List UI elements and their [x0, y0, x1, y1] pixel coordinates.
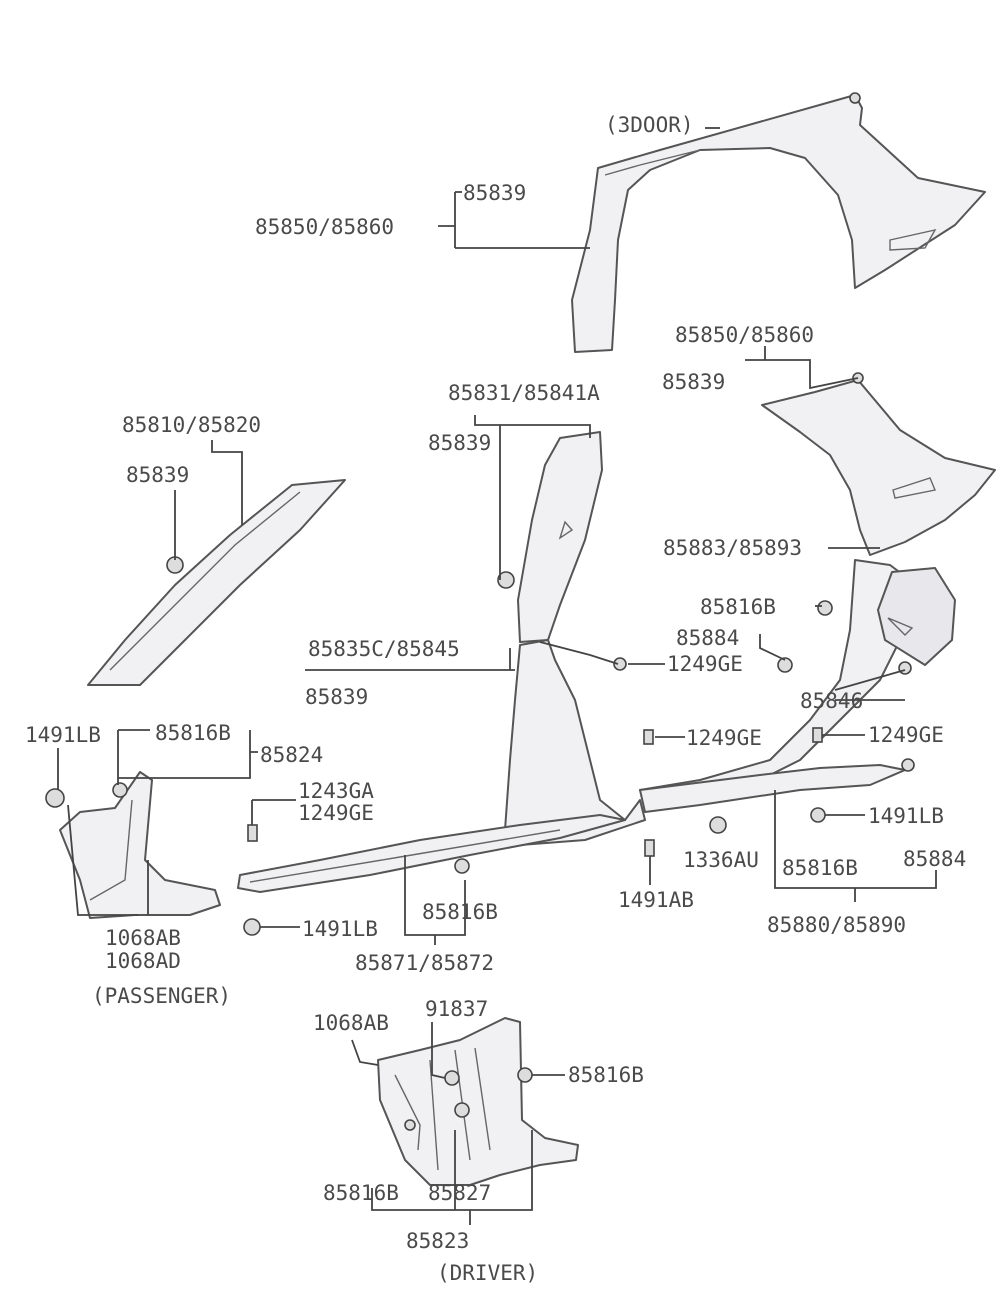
label-1243ga: 1243GA	[298, 779, 374, 803]
screw-icon	[643, 729, 654, 745]
label-3door: (3DOOR)	[605, 113, 694, 137]
label-85835c: 85835C/85845	[308, 637, 460, 661]
label-85880: 85880/85890	[767, 913, 906, 937]
label-1491ab: 1491AB	[618, 888, 694, 912]
clip-icon	[454, 1102, 470, 1118]
label-1491lb-right: 1491LB	[868, 804, 944, 828]
label-1249ge-mid: 1249GE	[667, 652, 743, 676]
label-85884: 85884	[676, 626, 739, 650]
label-85823: 85823	[406, 1229, 469, 1253]
label-85839-center: 85839	[305, 685, 368, 709]
label-85850-right: 85850/85860	[675, 323, 814, 347]
label-85883: 85883/85893	[663, 536, 802, 560]
clip-icon	[404, 1119, 416, 1131]
label-85827: 85827	[428, 1181, 491, 1205]
speaker-cover	[877, 567, 956, 666]
label-1491lb-sill: 1491LB	[302, 917, 378, 941]
driver-kick-panel	[377, 1017, 579, 1186]
clip-icon	[497, 571, 515, 589]
label-1336au: 1336AU	[683, 848, 759, 872]
label-1068ad-passenger: 1068AD	[105, 949, 181, 973]
label-1249ge-right: 1249GE	[868, 723, 944, 747]
label-85839-right: 85839	[662, 370, 725, 394]
quarter-trim-3door	[571, 94, 986, 353]
center-scuff-plate	[237, 814, 626, 893]
label-1068ab-passenger: 1068AB	[105, 926, 181, 950]
clip-icon	[454, 858, 470, 874]
label-driver: (DRIVER)	[437, 1261, 538, 1285]
quarter-trim-4door	[761, 379, 996, 556]
clip-icon	[613, 657, 627, 671]
label-passenger: (PASSENGER)	[92, 984, 231, 1008]
label-1491lb-left: 1491LB	[25, 723, 101, 747]
label-85816b-sill: 85816B	[422, 900, 498, 924]
label-85816b-right: 85816B	[700, 595, 776, 619]
clip-icon	[709, 816, 727, 834]
label-85884-lower: 85884	[903, 847, 966, 871]
clip-icon	[817, 600, 833, 616]
label-85871: 85871/85872	[355, 951, 494, 975]
label-91837: 91837	[425, 997, 488, 1021]
rear-scuff-plate	[639, 764, 906, 813]
label-85839-top: 85839	[463, 181, 526, 205]
label-1249ge-sill: 1249GE	[298, 801, 374, 825]
clip-icon	[901, 758, 915, 772]
label-85816b-left: 85816B	[155, 721, 231, 745]
label-85816b-driver: 85816B	[568, 1063, 644, 1087]
label-85816b-driver-bottom: 85816B	[323, 1181, 399, 1205]
clip-icon	[777, 657, 793, 673]
label-85816b-lower: 85816B	[782, 856, 858, 880]
clip-icon	[112, 782, 128, 798]
label-85839-bpillar: 85839	[428, 431, 491, 455]
label-85831: 85831/85841A	[448, 381, 600, 405]
clip-icon	[849, 92, 861, 104]
label-85824: 85824	[260, 743, 323, 767]
label-1249ge-center: 1249GE	[686, 726, 762, 750]
label-85846: 85846	[800, 689, 863, 713]
label-85850-top: 85850/85860	[255, 215, 394, 239]
b-pillar-lower-trim	[504, 639, 646, 846]
a-pillar-trim	[87, 479, 346, 686]
clip-icon	[45, 788, 65, 808]
label-85839-apillar: 85839	[126, 463, 189, 487]
label-1068ab-driver: 1068AB	[313, 1011, 389, 1035]
label-85810: 85810/85820	[122, 413, 261, 437]
